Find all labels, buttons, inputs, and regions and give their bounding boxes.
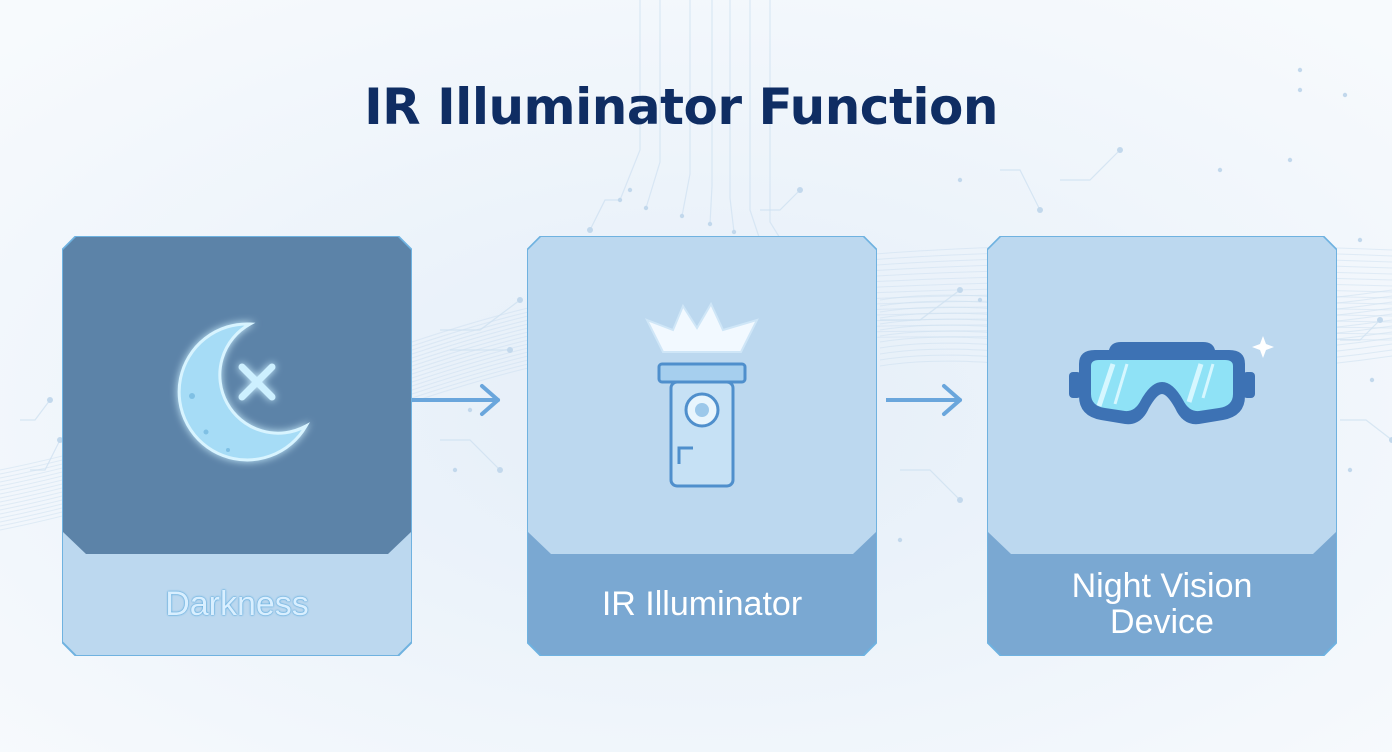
step-card-darkness: Darkness	[62, 236, 412, 656]
step-card-ir-illuminator: IR Illuminator	[527, 236, 877, 656]
step-label-ir-illuminator: IR Illuminator	[601, 585, 803, 623]
step-card-night-vision-device: Night Vision Device	[987, 236, 1337, 656]
arrow-right-icon	[886, 384, 962, 416]
diagram-title: IR Illuminator Function	[364, 78, 998, 136]
sparkle-icon	[1252, 336, 1274, 358]
flashlight-icon	[644, 301, 759, 488]
arrow-right-icon	[412, 384, 500, 416]
card-frame	[62, 236, 412, 656]
step-label-night-vision-device: Night Vision Device	[1071, 567, 1253, 641]
night-vision-goggles-icon	[1069, 336, 1274, 425]
card-frame	[987, 236, 1337, 656]
step-label-darkness: Darkness	[165, 585, 309, 623]
crescent-moon-x-icon	[177, 322, 311, 462]
